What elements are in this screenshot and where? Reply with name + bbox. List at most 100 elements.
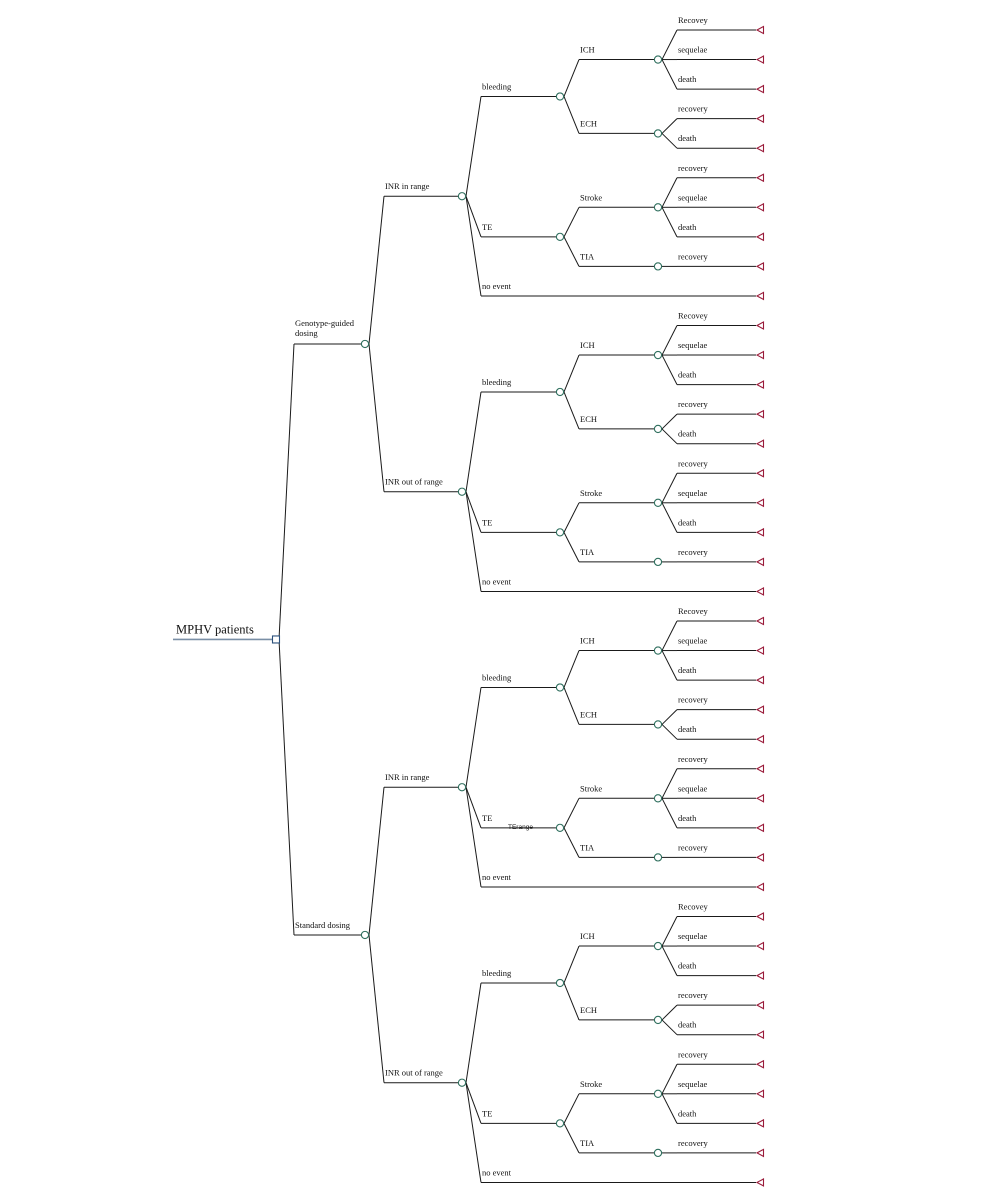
terminal-node	[755, 1148, 765, 1158]
branch-connector	[661, 325, 678, 356]
branch-label: recovery	[678, 754, 708, 764]
chance-node	[653, 55, 663, 64]
chance-node	[457, 783, 467, 792]
terminal-node	[755, 1118, 765, 1128]
branch-label: death	[678, 222, 697, 232]
branch-label: death	[678, 813, 697, 823]
chance-node	[653, 424, 663, 434]
branch-connector	[465, 391, 482, 492]
chance-node	[555, 978, 565, 988]
terminal-node	[755, 350, 765, 360]
branch-connector	[465, 96, 482, 197]
branch-connector	[563, 59, 580, 97]
branch-label: recovery	[678, 399, 708, 409]
branch-label: death	[678, 724, 697, 734]
terminal-node	[755, 291, 765, 301]
terminal-node	[755, 1089, 765, 1099]
branch-label: Recovey	[678, 606, 708, 616]
branch-connector	[661, 118, 678, 134]
chance-node	[653, 853, 663, 862]
branch-label: sequelae	[678, 1079, 707, 1089]
terminal-node	[755, 587, 765, 596]
branch-connector	[661, 59, 678, 90]
branch-label: TE	[482, 1108, 492, 1118]
terminal-node	[755, 1000, 765, 1010]
branch-connector	[278, 343, 295, 640]
branch-label: TE	[482, 517, 492, 527]
branch-label: sequelae	[678, 45, 707, 55]
terminal-node	[755, 1030, 765, 1040]
terminal-node	[755, 468, 765, 478]
terminal-node	[755, 380, 765, 390]
chance-node	[653, 262, 663, 271]
branch-label: recovery	[678, 1138, 708, 1148]
branch-label: recovery	[678, 104, 708, 114]
branch-label: ICH	[580, 45, 595, 55]
terminal-node	[755, 557, 765, 567]
chance-node	[653, 129, 663, 138]
branch-connector	[563, 650, 580, 688]
branch-label: bleeding	[482, 377, 512, 387]
branch-label: ICH	[580, 636, 595, 646]
branch-label: Recovey	[678, 902, 708, 912]
chance-node	[653, 350, 663, 360]
branch-label: Stroke	[580, 783, 602, 793]
branch-label: INR out of range	[385, 477, 443, 487]
branch-label: sequelae	[678, 488, 707, 498]
branch-connector	[278, 639, 295, 935]
branch-connector	[563, 798, 580, 829]
branch-label: recovery	[678, 458, 708, 468]
branch-connector	[661, 1004, 678, 1021]
branch-label: death	[678, 961, 697, 971]
branch-connector	[661, 133, 678, 149]
terminal-node	[755, 202, 765, 212]
branch-label: sequelae	[678, 931, 707, 941]
branch-label: recovery	[678, 251, 708, 261]
terminal-node	[755, 823, 765, 833]
chance-node	[457, 487, 467, 496]
terminal-node	[755, 1059, 765, 1069]
branch-label: ECH	[580, 709, 597, 719]
branch-connector	[563, 207, 580, 238]
branch-connector	[368, 196, 385, 345]
terminal-node	[755, 321, 765, 330]
branch-connector	[465, 491, 482, 592]
branch-label: sequelae	[678, 636, 707, 646]
branch-connector	[661, 502, 678, 533]
terminal-node	[755, 527, 765, 537]
branch-label: recovery	[678, 695, 708, 705]
chance-node	[555, 823, 565, 832]
branch-label: INR out of range	[385, 1068, 443, 1078]
branch-label: death	[678, 665, 697, 675]
branch-label: Standard dosing	[295, 920, 351, 930]
branch-label: TIA	[580, 547, 595, 557]
chance-node	[360, 930, 370, 940]
branch-connector	[661, 945, 678, 976]
branch-connector	[563, 827, 580, 858]
branch-label: bleeding	[482, 968, 512, 978]
branch-label: bleeding	[482, 81, 512, 91]
branch-connector	[661, 1019, 678, 1036]
branch-label: ECH	[580, 414, 597, 424]
chance-node	[555, 1119, 565, 1128]
branch-label: Recovey	[678, 311, 708, 321]
branch-connector	[661, 473, 678, 504]
terminal-node	[755, 882, 765, 892]
terminal-node	[755, 114, 765, 124]
decision-node	[271, 635, 281, 644]
branch-label: Stroke	[580, 192, 602, 202]
branch-connector	[661, 207, 678, 238]
branch-connector	[661, 768, 678, 799]
chance-node	[653, 646, 663, 655]
chance-node	[555, 528, 565, 537]
branch-connector	[661, 650, 678, 681]
chance-node	[653, 794, 663, 803]
branch-label: no event	[482, 576, 512, 586]
branch-label: TE	[482, 813, 492, 823]
terminal-node	[755, 764, 765, 774]
terminal-node	[755, 261, 765, 271]
branch-label: ICH	[580, 340, 595, 350]
